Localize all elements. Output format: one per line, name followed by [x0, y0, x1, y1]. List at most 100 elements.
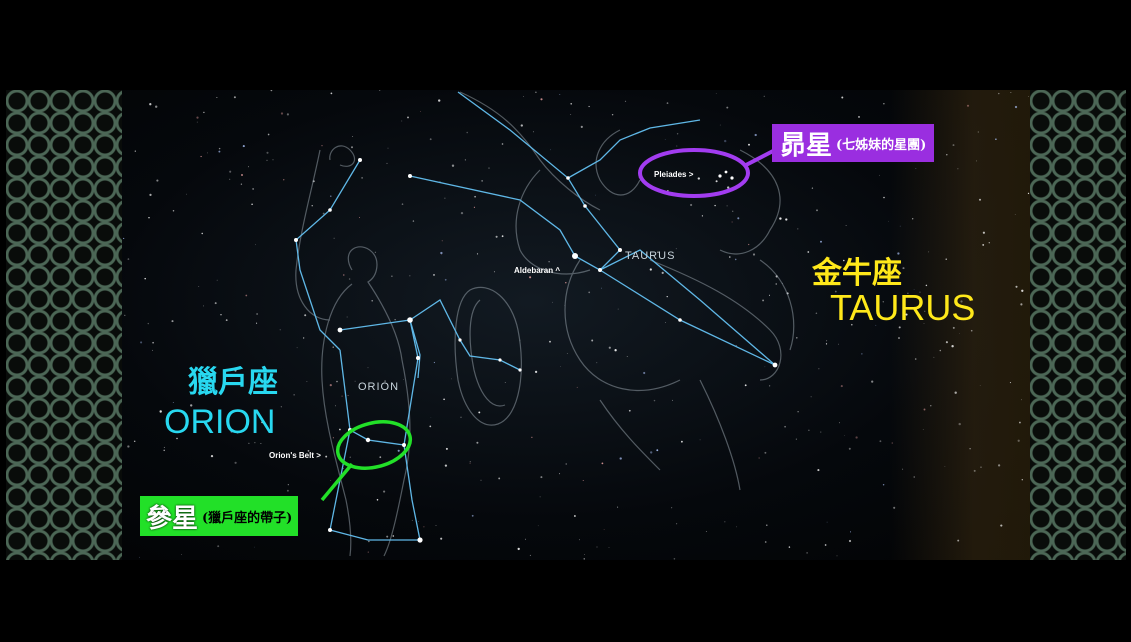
background-star — [445, 447, 448, 450]
background-star — [601, 462, 604, 465]
background-star — [172, 402, 174, 404]
background-star — [871, 380, 874, 383]
background-star — [493, 271, 495, 273]
background-star — [307, 450, 310, 452]
background-star — [849, 531, 852, 533]
background-star — [152, 341, 154, 344]
background-star — [726, 205, 728, 207]
background-star — [218, 147, 221, 150]
aldebaran-label: Aldebaran ^ — [514, 266, 561, 275]
background-star — [429, 138, 432, 141]
background-star — [781, 282, 783, 284]
background-star — [576, 386, 578, 388]
background-star — [401, 203, 404, 205]
background-star — [480, 479, 482, 481]
background-star — [810, 396, 812, 398]
background-star — [905, 313, 908, 316]
background-star — [367, 551, 369, 553]
background-star — [172, 209, 175, 212]
background-star — [501, 143, 504, 145]
background-star — [559, 473, 561, 475]
background-star — [785, 218, 788, 221]
background-star — [879, 440, 882, 443]
background-star — [744, 384, 747, 387]
background-star — [980, 466, 982, 468]
background-star — [391, 275, 393, 277]
background-star — [332, 437, 334, 439]
background-star — [973, 469, 976, 472]
background-star — [181, 554, 182, 555]
background-star — [924, 310, 926, 312]
background-star — [488, 167, 490, 169]
background-star — [611, 113, 614, 116]
background-star — [779, 217, 782, 220]
background-star — [256, 322, 258, 324]
background-star — [200, 155, 202, 158]
background-star — [270, 90, 273, 92]
background-star — [957, 168, 959, 170]
background-star — [614, 349, 617, 352]
background-star — [826, 521, 828, 523]
background-star — [267, 133, 270, 136]
taurus-sky-label: TAURUS — [625, 250, 676, 262]
background-star — [959, 333, 960, 334]
background-star — [995, 138, 997, 141]
background-star — [234, 461, 237, 464]
background-star — [351, 146, 353, 149]
background-star — [236, 431, 239, 434]
background-star — [764, 366, 766, 368]
background-star — [481, 180, 483, 182]
background-star — [748, 243, 750, 246]
background-star — [834, 290, 837, 293]
sky-edge-shade — [890, 90, 1030, 560]
background-star — [897, 252, 900, 255]
background-star — [155, 105, 158, 108]
background-star — [673, 558, 676, 560]
belt-callout-title: 參星 — [146, 503, 199, 534]
background-star — [252, 188, 254, 190]
background-star — [133, 440, 136, 443]
background-star — [343, 274, 345, 276]
background-star — [817, 469, 820, 472]
background-star — [978, 198, 982, 201]
background-star — [653, 399, 656, 402]
background-star — [220, 314, 222, 316]
background-star — [474, 195, 476, 198]
background-star — [397, 449, 400, 452]
background-star — [560, 366, 561, 367]
background-star — [280, 406, 282, 408]
background-star — [729, 256, 731, 258]
background-star — [979, 385, 981, 387]
background-star — [1028, 96, 1030, 98]
background-star — [412, 220, 415, 222]
background-star — [460, 416, 462, 418]
background-star — [591, 339, 594, 342]
background-star — [401, 120, 403, 122]
background-star — [797, 411, 799, 413]
background-star — [255, 244, 256, 246]
background-star — [1000, 524, 1003, 527]
background-star — [588, 291, 591, 294]
background-star — [341, 395, 343, 397]
background-star — [286, 489, 289, 492]
background-star — [797, 228, 799, 230]
background-star — [808, 429, 810, 431]
background-star — [913, 289, 915, 290]
background-star — [433, 274, 435, 276]
orion-chinese-title: 獵戶座 — [188, 365, 278, 400]
background-star — [763, 95, 765, 97]
background-star — [735, 344, 737, 347]
background-star — [807, 251, 810, 253]
background-star — [332, 346, 334, 348]
background-star — [435, 525, 437, 526]
background-star — [329, 384, 332, 387]
background-star — [899, 225, 901, 227]
background-star — [997, 464, 1001, 467]
background-star — [293, 394, 295, 396]
background-star — [838, 343, 839, 345]
background-star — [134, 150, 136, 152]
background-star — [349, 456, 351, 458]
background-star — [402, 378, 404, 380]
background-star — [451, 378, 452, 380]
background-star — [844, 435, 846, 437]
